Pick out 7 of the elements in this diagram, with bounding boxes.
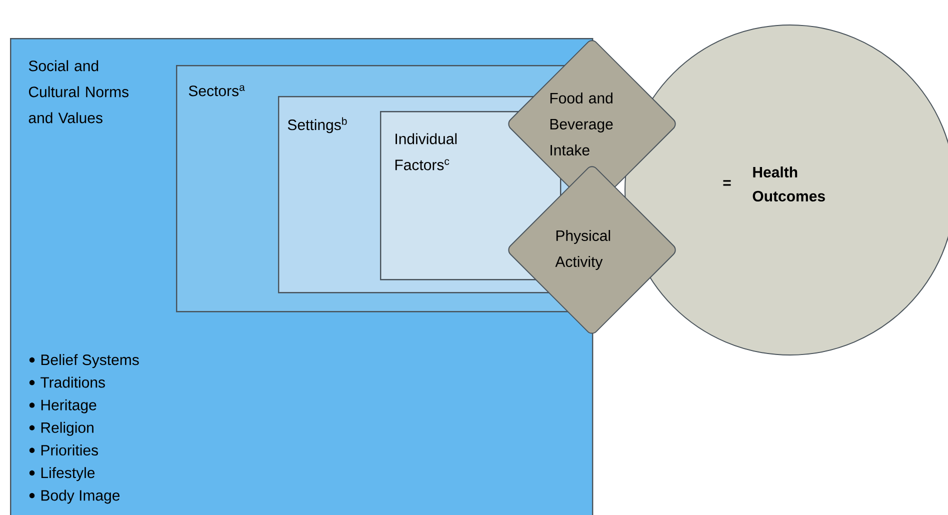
bullet-item: Lifestyle — [29, 467, 95, 482]
bullet-item: Heritage — [29, 399, 96, 414]
bullet-item: Traditions — [29, 376, 105, 388]
bullet-item: Priorities — [29, 444, 98, 456]
bullet-item: Religion — [29, 422, 94, 436]
bullet-item: Belief Systems — [29, 354, 139, 368]
bullet-item: Body Image — [29, 490, 120, 504]
